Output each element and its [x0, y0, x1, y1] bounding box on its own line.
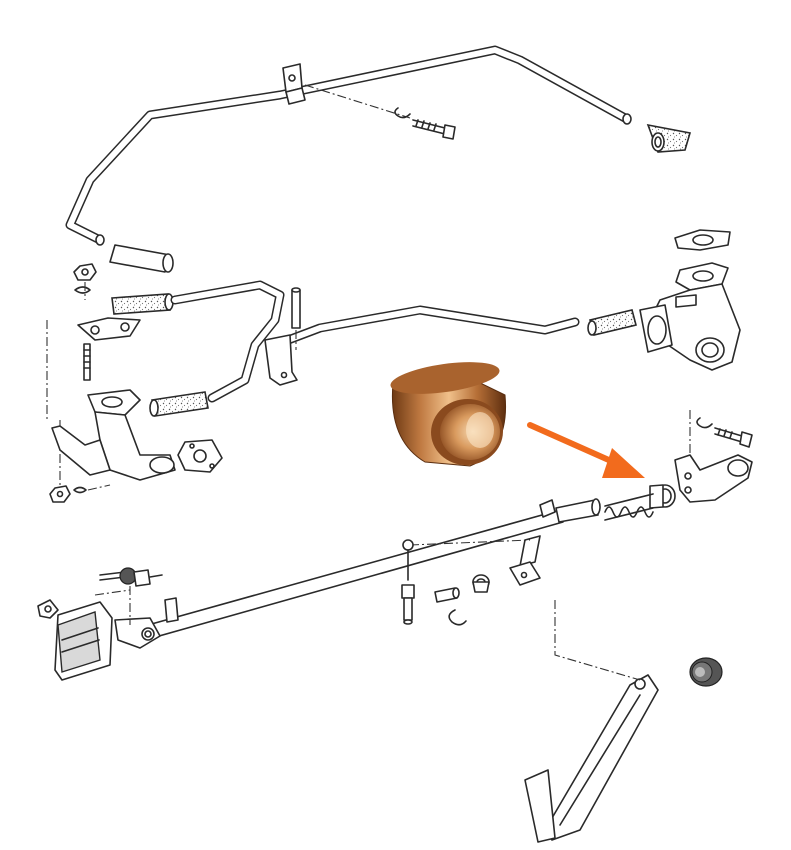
- upper-right-hose: [646, 123, 692, 153]
- left-upper-hose: [109, 244, 174, 273]
- right-bolt: [689, 410, 753, 460]
- bronze-bushing-icon: [390, 362, 507, 467]
- left-nut-stack: [73, 263, 141, 381]
- return-spring: [604, 493, 654, 521]
- highlight-arrow: [527, 422, 645, 478]
- pivot-bracket: [674, 454, 753, 503]
- cross-shaft: [114, 498, 601, 649]
- vertical-plug: [291, 287, 301, 350]
- right-gasket: [674, 229, 731, 251]
- right-manifold: [639, 262, 741, 371]
- cable-stud: [99, 567, 163, 625]
- right-middle-hose: [587, 309, 637, 336]
- clevis-pin: [434, 587, 460, 603]
- left-mounting-block: [37, 599, 113, 681]
- pedal-lever: [524, 600, 659, 843]
- left-lower-nut: [49, 484, 111, 503]
- left-manifold: [51, 389, 223, 481]
- retaining-clip: [448, 609, 467, 626]
- upper-bolt: [394, 107, 456, 140]
- middle-hose-left: [111, 293, 174, 315]
- lower-left-hose: [149, 391, 209, 417]
- linkage-rod: [401, 539, 415, 625]
- middle-pipe: [170, 280, 580, 403]
- bushing-on-shaft-end: [649, 484, 676, 509]
- bushing-small: [472, 574, 490, 593]
- upper-pipe: [65, 45, 632, 246]
- upper-pipe-bracket: [282, 63, 306, 105]
- middle-bracket: [264, 334, 298, 386]
- rubber-grommet: [689, 657, 723, 687]
